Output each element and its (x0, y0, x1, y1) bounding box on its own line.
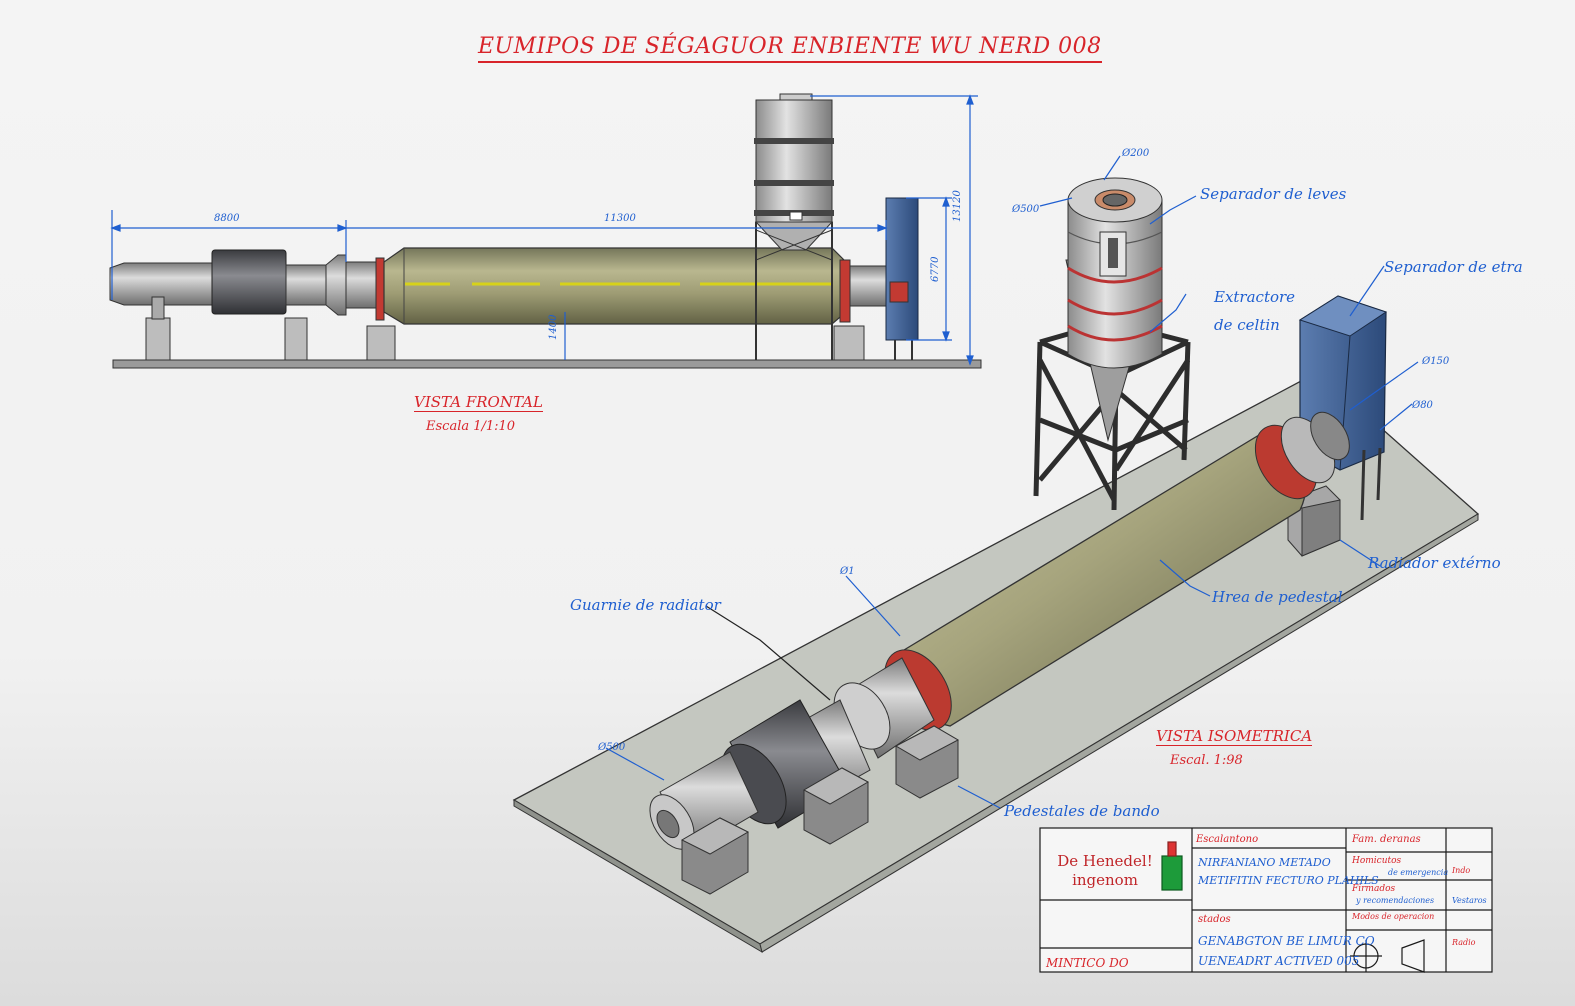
company-name: De Henedel! ingenom (1046, 852, 1164, 890)
front-view-label: VISTA FRONTAL (414, 393, 543, 412)
front-view-scale: Escala 1/1:10 (426, 419, 516, 434)
tb-col3-r1b: de emergencia (1388, 868, 1449, 877)
callout-separator-right: Separador de etra (1384, 258, 1523, 276)
iso-leader-lines (605, 155, 1419, 809)
dim-height-mid: 1400 (548, 314, 559, 340)
front-bearing (211, 249, 287, 315)
title-block (1039, 827, 1493, 973)
callout-pedestal: Hrea de pedestal (1212, 588, 1343, 606)
tb-col3-head: Fam. deranas (1352, 834, 1421, 845)
tb-col2-small: stados (1198, 914, 1231, 925)
callout-separator-top: Separador de leves (1200, 185, 1347, 203)
callout-radiator-right: Radiador extérno (1368, 554, 1501, 572)
mark-top: Ø200 (1122, 148, 1150, 159)
tb-col3-r2: Firmados (1352, 884, 1396, 894)
tb-col2-head: Escalantono (1196, 834, 1259, 845)
dim-left-length: 8800 (214, 213, 240, 224)
dim-height-total: 13120 (952, 190, 963, 222)
mark-left: Ø500 (1012, 204, 1040, 215)
tb-col4-r1: Indo (1452, 866, 1471, 875)
tb-col3-r2b: y recomendaciones (1356, 896, 1435, 905)
callout-radiator-left: Guarnie de radiator (570, 596, 721, 614)
front-fan-housing (885, 197, 919, 341)
isometric-view (512, 155, 1480, 954)
tb-col2-line2: METIFITIN FECTURO PLAHILS (1198, 874, 1379, 887)
tb-col3-r3: Modos de operacion (1352, 912, 1435, 921)
dim-height-right: 6770 (930, 256, 941, 282)
iso-cyclone (1065, 177, 1163, 442)
tb-left-bottom: MINTICO DO (1046, 956, 1129, 970)
front-drum (383, 247, 847, 325)
tb-col2-line1: NIRFANIANO METADO (1198, 856, 1331, 869)
callout-pedestal-bottom: Pedestales de bando (1004, 802, 1160, 820)
front-dimensions (110, 94, 978, 366)
iso-pedestals-left (680, 725, 960, 895)
mark-right-1: Ø150 (1422, 356, 1450, 367)
mark-right-2: Ø80 (1412, 400, 1433, 411)
drawing-title: EUMIPOS DE SÉGAGUOR ENBIENTE WU NERD 008 (478, 34, 1102, 63)
callout-extractor-1: Extractore (1214, 288, 1296, 306)
tb-col3-r1: Homicutos (1352, 856, 1402, 866)
front-cyclone-tower (754, 93, 834, 360)
mark-left-low: Ø500 (598, 742, 626, 753)
front-view (109, 93, 982, 369)
tb-col2-bottom1: GENABGTON BE LIMUR CO (1198, 934, 1375, 948)
dim-right-length: 11300 (604, 213, 636, 224)
iso-view-scale: Escal. 1:98 (1170, 753, 1243, 768)
front-supports (145, 317, 865, 361)
callout-extractor-2: de celtin (1214, 316, 1280, 334)
mark-shell: Ø1 (840, 566, 855, 577)
tb-col2-bottom2: UENEADRT ACTIVED 005 (1198, 954, 1360, 968)
tb-col4-r3: Radio (1452, 938, 1476, 947)
company-line-2: ingenom (1072, 871, 1138, 889)
company-line-1: De Henedel! (1057, 852, 1153, 870)
iso-view-label: VISTA ISOMETRICA (1156, 727, 1313, 746)
front-base-rail (112, 359, 982, 369)
tb-col4-r2: Vestaros (1452, 896, 1487, 905)
